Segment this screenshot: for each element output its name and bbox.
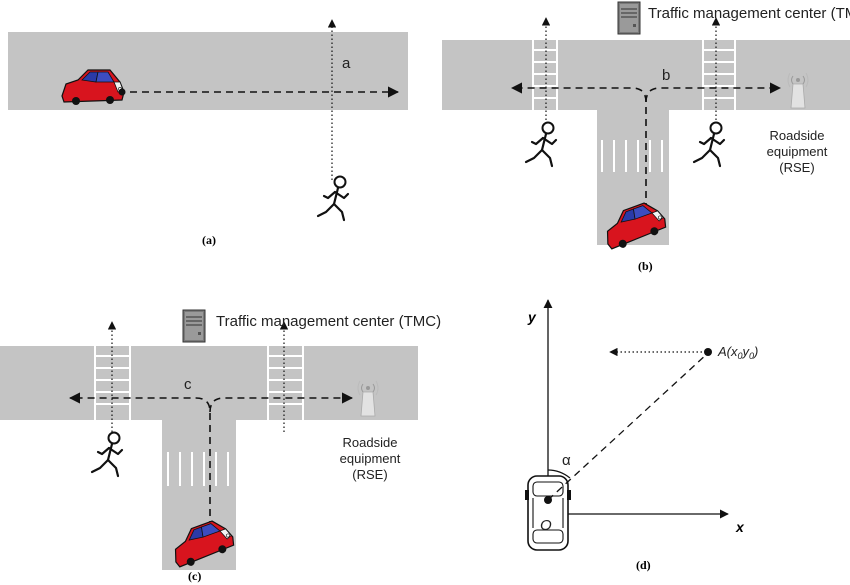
target-label: A(x0y0) xyxy=(717,344,758,361)
crosswalk-c-bottom xyxy=(167,452,229,486)
crosswalk-b-right xyxy=(702,40,736,110)
rse-label-b-1: Roadside xyxy=(770,128,825,143)
angle-label: α xyxy=(562,452,571,469)
pedestrian-icon xyxy=(524,121,558,168)
vehicle-outline xyxy=(525,475,571,551)
crosswalk-b-bottom xyxy=(601,140,663,172)
origin-label: O xyxy=(540,517,552,534)
path-label-c: c xyxy=(184,376,192,393)
caption-b: (b) xyxy=(638,259,653,273)
rse-label-b-2: equipment xyxy=(767,144,828,159)
vehicle-position-dot xyxy=(118,88,126,96)
angle-arc xyxy=(547,469,571,479)
crosswalk-c-right xyxy=(267,346,304,420)
vehicle-path-b-right xyxy=(645,82,782,103)
path-label-b: b xyxy=(662,67,670,84)
panel-c: c Traffic management center (TMC) Roadsi… xyxy=(0,309,441,583)
pedestrian-icon xyxy=(692,121,726,168)
rse-label-c-3: (RSE) xyxy=(352,467,387,482)
vehicle-path-c-left xyxy=(68,392,211,540)
pedestrian-icon xyxy=(316,175,350,222)
line-to-target xyxy=(547,352,709,501)
pedestrian-icon xyxy=(90,431,124,478)
caption-c: (c) xyxy=(188,569,201,583)
y-axis-label: y xyxy=(527,309,537,325)
x-axis-label: x xyxy=(735,519,745,535)
path-label-a: a xyxy=(342,55,351,72)
rse-label-b-3: (RSE) xyxy=(779,160,814,175)
rse-label-c-1: Roadside xyxy=(343,435,398,450)
panel-a: a (a) xyxy=(8,19,408,247)
caption-a: (a) xyxy=(202,233,216,247)
vehicle-path-c-right xyxy=(209,392,354,413)
crosswalk-b-left xyxy=(532,40,558,110)
tmc-label-b: Traffic management center (TMC) xyxy=(648,5,850,22)
origin-point xyxy=(544,496,552,504)
tmc-label-c: Traffic management center (TMC) xyxy=(216,313,441,330)
target-point xyxy=(704,348,712,356)
panel-b: b Traffic management center (TMC) Roadsi… xyxy=(442,1,850,273)
rse-label-c-2: equipment xyxy=(340,451,401,466)
server-icon xyxy=(182,309,206,343)
panel-d: y x α O A(x0y0) (d) xyxy=(525,299,758,572)
main-road-c xyxy=(0,346,418,420)
server-icon xyxy=(617,1,641,35)
caption-d: (d) xyxy=(636,558,651,572)
